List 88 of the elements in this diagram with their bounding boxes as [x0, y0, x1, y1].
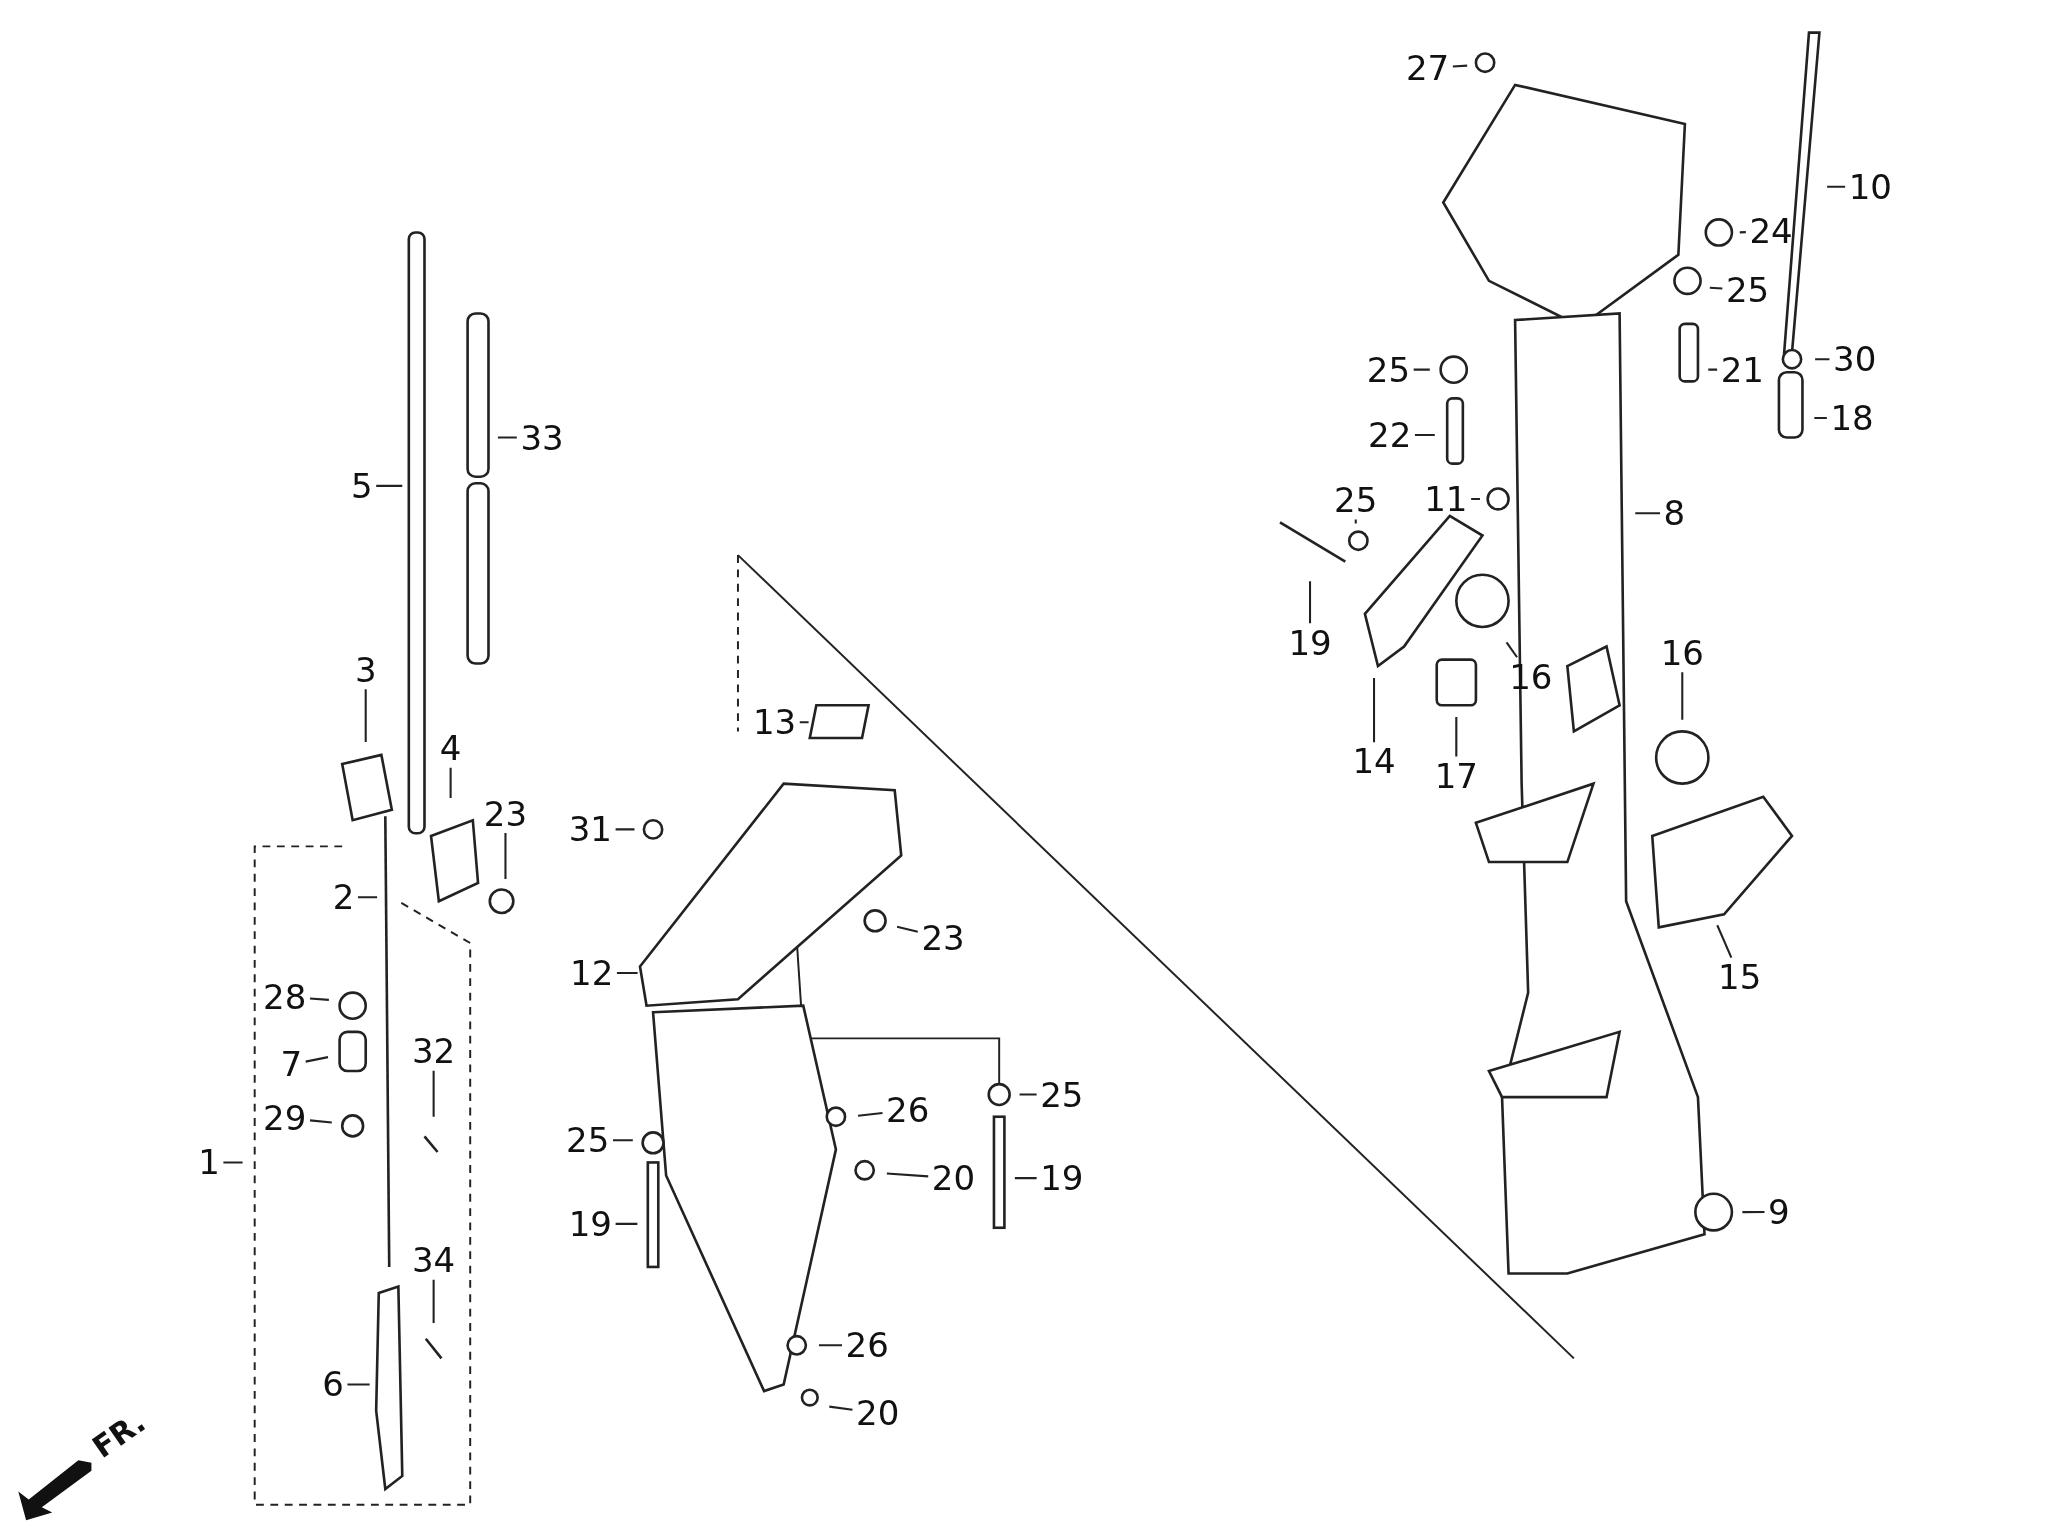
callout-number: 4	[438, 730, 463, 767]
callout-number: 25	[565, 1122, 611, 1159]
leader-line	[896, 925, 918, 933]
leader-line	[497, 436, 517, 439]
leader-line	[1739, 231, 1746, 234]
leader-line	[1014, 1177, 1037, 1180]
leader-line	[829, 1405, 853, 1411]
leader-line	[1413, 368, 1430, 371]
callout-number: 23	[482, 795, 529, 832]
callout-number: 19	[1039, 1160, 1085, 1197]
callout-number: 12	[569, 955, 615, 992]
callout-number: 20	[930, 1160, 977, 1197]
leader-line	[613, 1139, 633, 1142]
callout-number: 11	[1423, 480, 1469, 517]
callout-number: 1	[197, 1144, 221, 1181]
callout-number: 26	[844, 1327, 890, 1364]
leader-line	[615, 1222, 638, 1225]
callout-number: 25	[1333, 482, 1379, 519]
callout-number: 19	[1287, 624, 1333, 661]
leader-line	[1455, 717, 1458, 757]
callout-number: 32	[411, 1033, 457, 1070]
callout-number: 18	[1829, 399, 1875, 436]
leader-line	[857, 1111, 883, 1117]
leader-line	[309, 1119, 332, 1124]
leader-line	[364, 689, 367, 742]
leader-line	[432, 1279, 435, 1324]
leader-line	[1414, 433, 1435, 436]
leader-line	[1827, 185, 1846, 188]
leader-line	[504, 833, 507, 879]
callout-number: 20	[855, 1395, 901, 1432]
leader-line	[432, 1070, 435, 1117]
leader-line	[1815, 358, 1830, 361]
callout-number: 33	[519, 419, 565, 456]
callout-number: 9	[1767, 1194, 1791, 1231]
callout-number: 8	[1662, 495, 1687, 532]
leader-line	[1373, 677, 1376, 743]
callout-number: 31	[567, 811, 613, 848]
leader-line	[309, 997, 329, 1001]
leader-line	[305, 1056, 329, 1063]
leader-line	[1019, 1093, 1037, 1096]
leader-line	[886, 1172, 929, 1178]
callout-number: 30	[1832, 341, 1878, 378]
leader-line	[449, 767, 452, 799]
callout-number: 5	[349, 467, 374, 504]
direction-label: FR.	[86, 1404, 152, 1465]
leader-line	[818, 1344, 842, 1347]
callout-number: 13	[751, 704, 798, 741]
callout-number: 21	[1719, 351, 1765, 388]
leader-line	[799, 721, 809, 724]
leader-line	[1709, 286, 1723, 290]
leader-line	[1716, 924, 1733, 959]
leader-line	[223, 1161, 243, 1164]
leader-line	[1814, 416, 1827, 419]
callout-number: 34	[411, 1242, 457, 1279]
callout-number: 25	[1039, 1076, 1085, 1113]
callout-number: 3	[353, 652, 378, 689]
callout-number: 15	[1717, 958, 1763, 995]
callout-number: 24	[1748, 213, 1794, 250]
callout-number: 14	[1351, 743, 1397, 780]
leader-line	[1505, 641, 1518, 658]
leader-line	[616, 972, 638, 975]
leader-line	[1742, 1211, 1765, 1214]
leader-line	[376, 484, 403, 487]
callout-number: 6	[321, 1366, 345, 1403]
callout-number: 29	[262, 1100, 308, 1137]
callout-number: 23	[920, 919, 966, 956]
leader-line	[1471, 497, 1480, 500]
callout-number: 16	[1659, 635, 1705, 672]
leader-line	[1452, 64, 1468, 68]
leader-line	[615, 828, 635, 831]
leader-line	[1681, 672, 1684, 720]
callout-number: 19	[567, 1205, 613, 1242]
callout-number: 26	[885, 1092, 931, 1129]
leader-line	[347, 1383, 370, 1386]
leader-line	[1309, 581, 1312, 624]
callout-number: 2	[331, 879, 356, 916]
callout-number: 28	[262, 978, 308, 1015]
callout-number: 10	[1847, 168, 1893, 205]
leader-line	[1635, 512, 1660, 515]
callout-number: 7	[279, 1046, 304, 1083]
callout-number: 27	[1404, 49, 1451, 86]
leader-line	[357, 896, 378, 899]
leader-line	[1354, 519, 1357, 524]
callout-number: 17	[1433, 757, 1479, 794]
callout-number: 25	[1365, 351, 1412, 388]
callout-number: 22	[1367, 416, 1413, 453]
leader-line	[1708, 368, 1718, 371]
callout-number: 25	[1724, 271, 1771, 308]
